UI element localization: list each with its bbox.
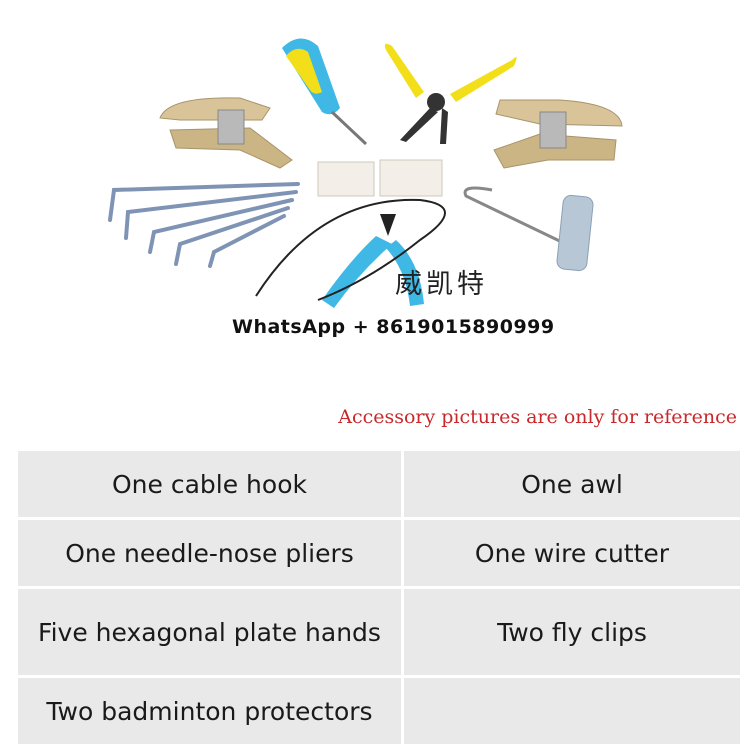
table-row: Five hexagonal plate hands Two fly clips xyxy=(18,589,740,675)
accessory-cell xyxy=(404,678,740,744)
hex-key-icon xyxy=(108,182,300,268)
clip-icon xyxy=(493,99,623,169)
awl-icon xyxy=(282,38,368,146)
table-row: One needle-nose pliers One wire cutter xyxy=(18,520,740,586)
accessory-cell: Two fly clips xyxy=(404,589,740,675)
accessory-cell: One awl xyxy=(404,451,740,517)
accessory-cell: One needle-nose pliers xyxy=(18,520,401,586)
table-row: Two badminton protectors xyxy=(18,678,740,744)
clip-icon xyxy=(159,97,293,169)
accessory-cell: Five hexagonal plate hands xyxy=(18,589,401,675)
accessory-cell: Two badminton protectors xyxy=(18,678,401,744)
pliers-icon xyxy=(384,43,517,144)
accessory-list-table: One cable hook One awl One needle-nose p… xyxy=(15,448,743,747)
accessory-illustration xyxy=(108,38,623,308)
whatsapp-contact: WhatsApp + 8619015890999 xyxy=(232,316,555,338)
reference-notice: Accessory pictures are only for referenc… xyxy=(338,406,737,428)
accessory-cell: One cable hook xyxy=(18,451,401,517)
protector-icon xyxy=(317,159,443,197)
signature-stroke xyxy=(255,198,446,301)
cable-hook-icon xyxy=(463,186,594,272)
watermark-logo: 威凯特 xyxy=(395,269,488,300)
accessory-cell: One wire cutter xyxy=(404,520,740,586)
accessory-photo: 威凯特 WhatsApp + 8619015890999 xyxy=(108,38,623,338)
table-row: One cable hook One awl xyxy=(18,451,740,517)
